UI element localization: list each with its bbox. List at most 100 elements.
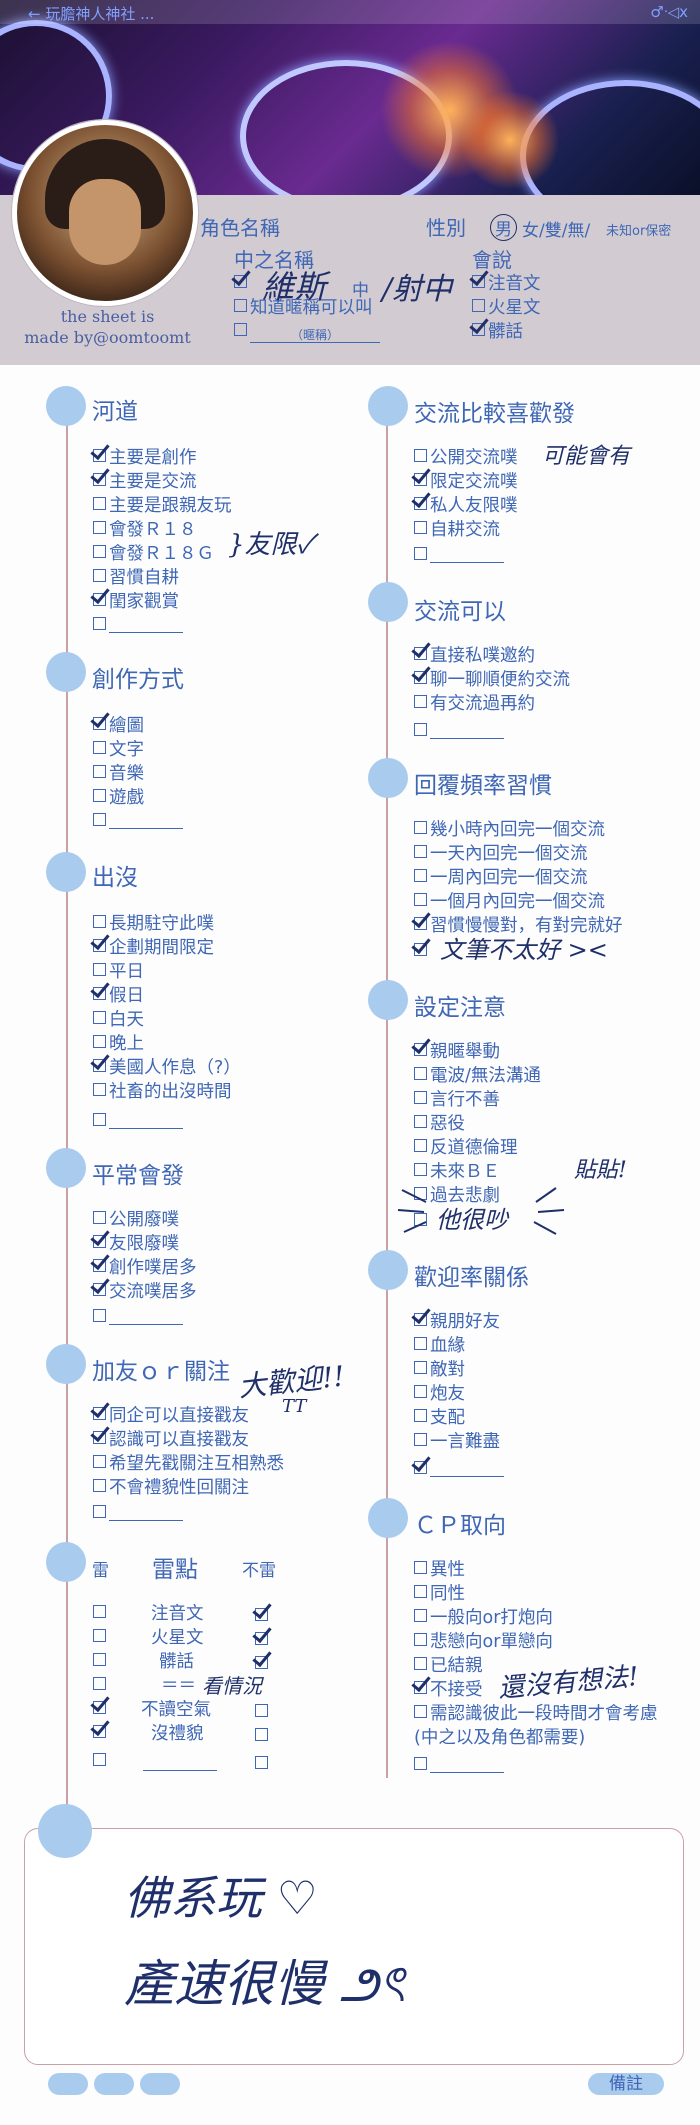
chuangzuo-item-3[interactable]: 音樂 xyxy=(93,762,144,786)
checkbox[interactable] xyxy=(93,939,106,952)
speak-option-2[interactable]: 火星文 xyxy=(472,296,541,320)
checkbox[interactable] xyxy=(414,1409,427,1422)
gender-unknown[interactable]: 未知or保密 xyxy=(606,224,672,239)
checkbox[interactable] xyxy=(93,1083,106,1096)
checkbox[interactable] xyxy=(414,1757,427,1770)
checkbox[interactable] xyxy=(93,473,106,486)
checkbox[interactable] xyxy=(93,1259,106,1272)
checkbox[interactable] xyxy=(93,1505,106,1518)
window-controls[interactable]: ♂ᐧ◁x xyxy=(650,3,688,21)
checkbox[interactable] xyxy=(93,1283,106,1296)
jiaoliu-ok-item-1[interactable]: 直接私噗邀約 xyxy=(414,644,535,668)
lei-row-blank[interactable] xyxy=(93,1750,273,1774)
checkbox[interactable] xyxy=(93,593,106,606)
checkbox-not-lei[interactable] xyxy=(255,1756,268,1769)
checkbox[interactable] xyxy=(93,1011,106,1024)
lei-row-6[interactable]: 沒禮貌 xyxy=(93,1722,273,1746)
checkbox[interactable] xyxy=(414,695,427,708)
checkbox-not-lei[interactable] xyxy=(255,1728,268,1741)
welcome-item-4[interactable]: 炮友 xyxy=(414,1382,465,1406)
chuangzuo-item-1[interactable]: 繪圖 xyxy=(93,714,144,738)
welcome-item-5[interactable]: 支配 xyxy=(414,1406,465,1430)
checkbox[interactable] xyxy=(93,717,106,730)
jiayou-item-2[interactable]: 認識可以直接戳友 xyxy=(93,1428,249,1452)
pingchang-item-1[interactable]: 公開廢噗 xyxy=(93,1208,179,1232)
memo-box[interactable] xyxy=(24,1828,684,2065)
reply-item-1[interactable]: 幾小時內回完一個交流 xyxy=(414,818,605,842)
lei-row-4[interactable]: ＝＝ xyxy=(93,1674,273,1698)
checkbox-lei[interactable] xyxy=(93,1605,106,1618)
lei-row-2[interactable]: 火星文 xyxy=(93,1626,273,1650)
checkbox[interactable] xyxy=(93,741,106,754)
jiayou-item-3[interactable]: 希望先戳關注互相熟悉 xyxy=(93,1452,284,1476)
chuangzuo-item-4[interactable]: 遊戲 xyxy=(93,786,144,810)
checkbox[interactable] xyxy=(414,473,427,486)
blank-line[interactable] xyxy=(109,812,183,829)
checkbox[interactable] xyxy=(93,449,106,462)
welcome-item-blank[interactable] xyxy=(414,1458,504,1482)
checkbox[interactable] xyxy=(414,1091,427,1104)
checkbox[interactable] xyxy=(234,323,247,336)
checkbox[interactable] xyxy=(93,963,106,976)
hedao-item-blank[interactable] xyxy=(93,614,183,638)
blank-line[interactable] xyxy=(143,1754,217,1771)
checkbox-lei[interactable] xyxy=(93,1629,106,1642)
pingchang-item-3[interactable]: 創作噗居多 xyxy=(93,1256,197,1280)
checkbox-lei[interactable] xyxy=(93,1753,106,1766)
checkbox[interactable] xyxy=(414,1313,427,1326)
checkbox-lei[interactable] xyxy=(93,1725,106,1738)
checkbox[interactable] xyxy=(414,1433,427,1446)
chumo-item-2[interactable]: 企劃期間限定 xyxy=(93,936,214,960)
jiaoliu-ok-item-3[interactable]: 有交流過再約 xyxy=(414,692,535,716)
pingchang-item-2[interactable]: 友限廢噗 xyxy=(93,1232,179,1256)
speak-option-1[interactable]: 注音文 xyxy=(472,272,541,296)
hedao-item-6[interactable]: 習慣自耕 xyxy=(93,566,179,590)
checkbox[interactable] xyxy=(414,1139,427,1152)
jiaoliu-pref-item-blank[interactable] xyxy=(414,544,504,568)
lei-row-5[interactable]: 不讀空氣 xyxy=(93,1698,273,1722)
footer-pill-2[interactable] xyxy=(94,2073,134,2095)
checkbox[interactable] xyxy=(93,1235,106,1248)
checkbox-lei[interactable] xyxy=(93,1653,106,1666)
checkbox[interactable] xyxy=(414,869,427,882)
setting-item-4[interactable]: 惡役 xyxy=(414,1112,465,1136)
welcome-item-1[interactable]: 親朋好友 xyxy=(414,1310,500,1334)
checkbox[interactable] xyxy=(414,1633,427,1646)
cp-item-1[interactable]: 異性 xyxy=(414,1558,465,1582)
checkbox[interactable] xyxy=(414,449,427,462)
pingchang-item-4[interactable]: 交流噗居多 xyxy=(93,1280,197,1304)
jiayou-item-blank[interactable] xyxy=(93,1502,183,1526)
checkbox[interactable] xyxy=(472,275,485,288)
checkbox[interactable] xyxy=(93,545,106,558)
checkbox[interactable] xyxy=(93,497,106,510)
chumo-item-1[interactable]: 長期駐守此噗 xyxy=(93,912,214,936)
checkbox[interactable] xyxy=(414,1461,427,1474)
checkbox[interactable] xyxy=(414,1705,427,1718)
checkbox[interactable] xyxy=(414,671,427,684)
setting-item-2[interactable]: 電波/無法溝通 xyxy=(414,1064,541,1088)
jiaoliu-pref-item-2[interactable]: 限定交流噗 xyxy=(414,470,518,494)
checkbox[interactable] xyxy=(414,1385,427,1398)
checkbox[interactable] xyxy=(93,1407,106,1420)
checkbox[interactable] xyxy=(93,1455,106,1468)
checkbox-lei[interactable] xyxy=(93,1701,106,1714)
jiaoliu-ok-item-blank[interactable] xyxy=(414,720,504,744)
checkbox[interactable] xyxy=(93,1035,106,1048)
checkbox[interactable] xyxy=(414,893,427,906)
checkbox-not-lei[interactable] xyxy=(255,1632,268,1645)
welcome-item-2[interactable]: 血緣 xyxy=(414,1334,465,1358)
cp-item-2[interactable]: 同性 xyxy=(414,1582,465,1606)
chumo-item-3[interactable]: 平日 xyxy=(93,960,144,984)
jiaoliu-pref-item-1[interactable]: 公開交流噗 xyxy=(414,446,518,470)
checkbox-not-lei[interactable] xyxy=(255,1656,268,1669)
jiayou-item-4[interactable]: 不會禮貌性回關注 xyxy=(93,1476,249,1500)
checkbox[interactable] xyxy=(93,1479,106,1492)
nakano-name-row[interactable] xyxy=(234,272,250,296)
cp-item-7[interactable]: 需認識彼此一段時間才會考慮 xyxy=(414,1702,658,1726)
cp-item-3[interactable]: 一般向or打炮向 xyxy=(414,1606,553,1630)
checkbox[interactable] xyxy=(414,547,427,560)
cp-item-4[interactable]: 悲戀向or單戀向 xyxy=(414,1630,553,1654)
checkbox-not-lei[interactable] xyxy=(255,1608,268,1621)
checkbox[interactable] xyxy=(414,943,427,956)
checkbox-not-lei[interactable] xyxy=(255,1704,268,1717)
